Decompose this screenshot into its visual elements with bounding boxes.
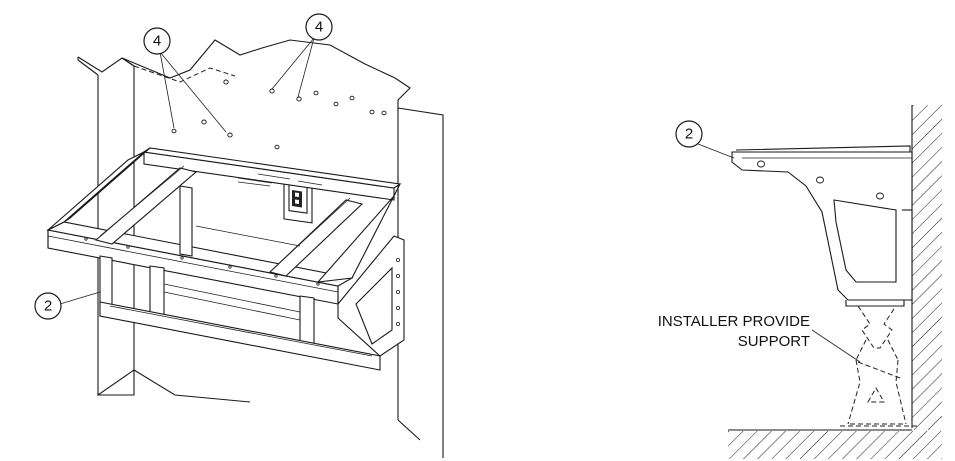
wall-bottom-edge: [133, 369, 251, 403]
callout-label: 4: [153, 33, 161, 50]
installer-support-stand: [840, 305, 918, 427]
note-line-1: INSTALLER PROVIDE: [658, 313, 810, 330]
electrical-receptacle: [283, 176, 313, 224]
callout-4-right: 4: [271, 13, 333, 98]
callout-2-left: 2: [34, 291, 101, 320]
wall-panel-upper: [121, 39, 411, 110]
anchor-holes: [171, 79, 387, 150]
right-side-view: 2 INSTALLER PROVIDE SUPPORT: [658, 105, 942, 459]
callout-label: 2: [44, 298, 52, 315]
hatched-floor: [728, 429, 942, 459]
callout-2-right: 2: [675, 120, 735, 159]
wall-bracket-side: [731, 145, 913, 307]
note-line-2: SUPPORT: [738, 333, 810, 350]
left-isometric-view: 4 4 2: [34, 13, 444, 458]
wall-bracket-frame: [46, 147, 405, 371]
callout-4-left: 4: [143, 27, 227, 133]
wall-panel-right: [397, 107, 444, 458]
callout-label: 2: [685, 126, 693, 143]
hatched-wall: [911, 105, 942, 430]
installer-note: INSTALLER PROVIDE SUPPORT: [658, 313, 861, 363]
callout-label: 4: [315, 19, 323, 36]
